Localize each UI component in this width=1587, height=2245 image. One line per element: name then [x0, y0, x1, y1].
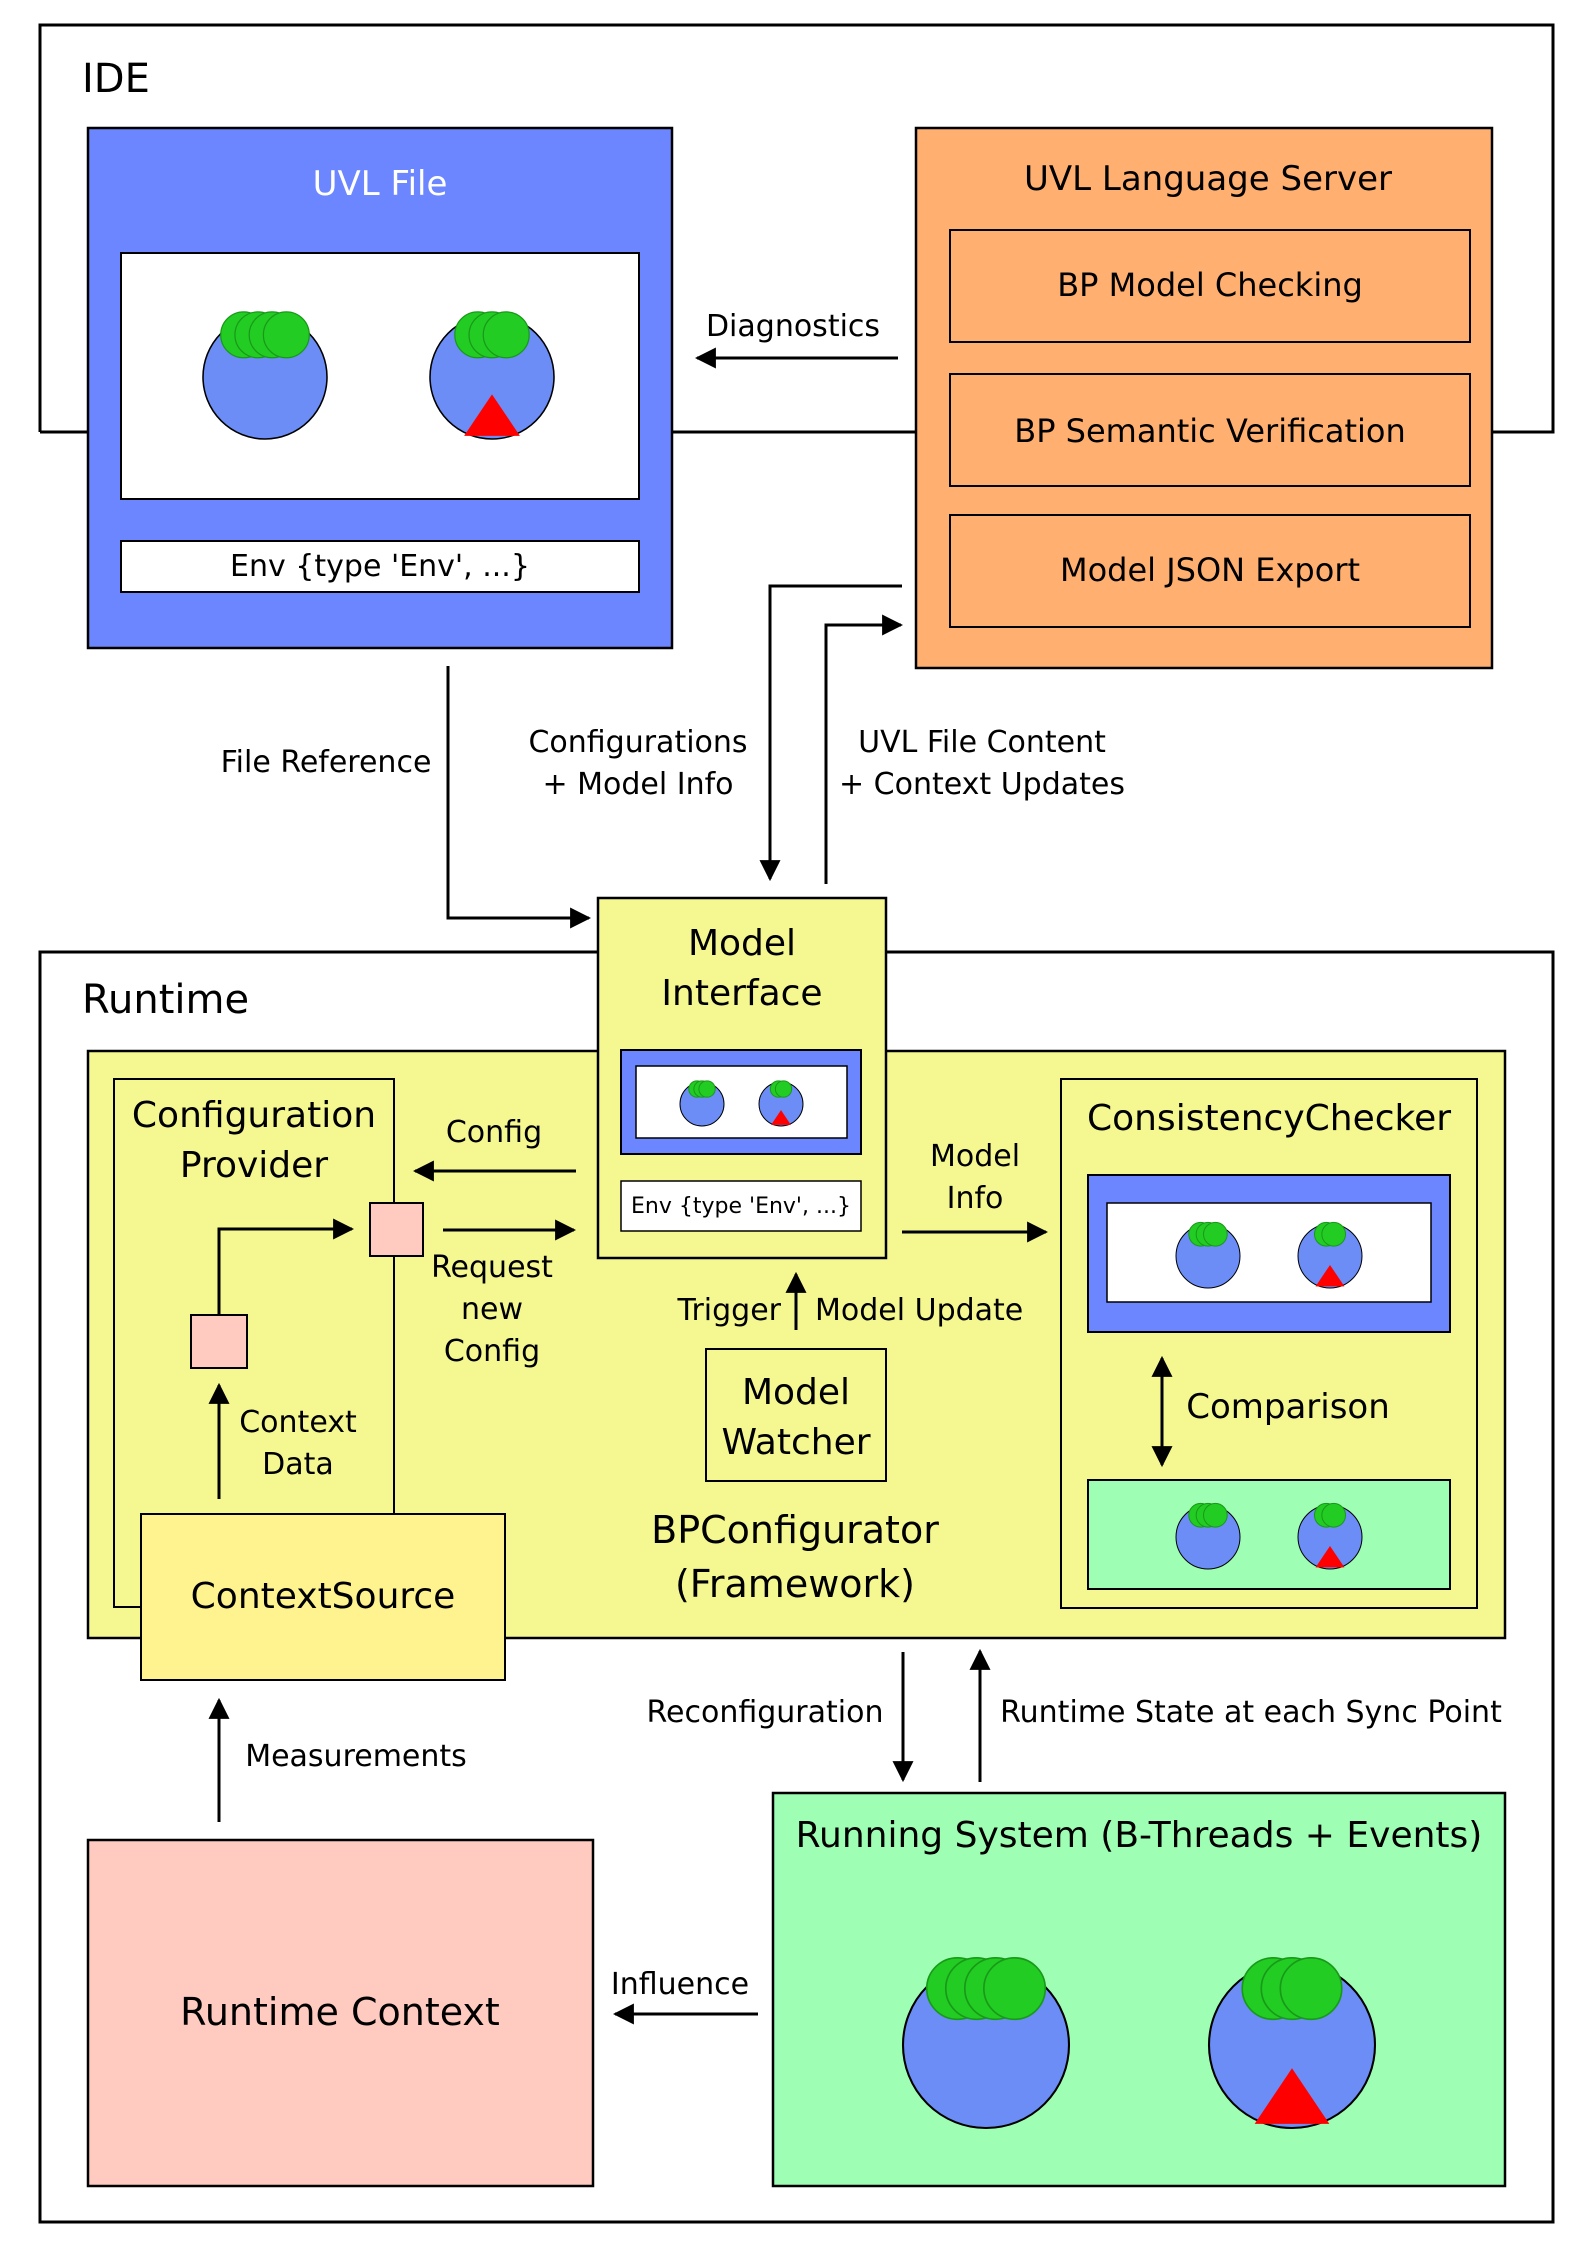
observed-state-frame [1087, 1479, 1451, 1590]
context-data-square [190, 1314, 248, 1369]
event-icon [1321, 1502, 1347, 1528]
file-reference-label: File Reference [221, 745, 432, 780]
b-thread-with-event-icon [1207, 1957, 1377, 2130]
comparison-label: Comparison [1186, 1387, 1390, 1427]
uvl-model-canvas [120, 252, 640, 500]
b-thread-icon [202, 311, 328, 440]
request-config-label-3: Config [444, 1334, 540, 1369]
diagnostics-label: Diagnostics [706, 309, 880, 344]
uvl-env-text: Env {type 'Env', ...} [230, 549, 530, 584]
model-watcher-box [705, 1348, 887, 1482]
context-source-label: ContextSource [191, 1576, 456, 1617]
context-source-box [140, 1513, 506, 1681]
model-interface-env-field [620, 1180, 862, 1232]
configuration-provider-label-1: Configuration [132, 1095, 376, 1136]
ide-frame: IDE [38, 23, 1555, 434]
configurations-label-1: Configurations [528, 725, 747, 760]
active-event-triangle-icon [1315, 1264, 1345, 1287]
running-system-label: Running System (B-Threads + Events) [796, 1815, 1483, 1856]
running-system-box [771, 1791, 1507, 2188]
uvl-content-label-2: + Context Updates [839, 767, 1125, 802]
configuration-provider-label-2: Provider [180, 1145, 328, 1186]
uvl-env-field [120, 540, 640, 593]
model-watcher-label-2: Watcher [721, 1422, 870, 1463]
model-interface-model-canvas [635, 1065, 848, 1139]
event-icon [698, 1080, 716, 1098]
config-label: Config [446, 1115, 542, 1150]
active-event-triangle-icon [1254, 2068, 1330, 2124]
event-icon [1279, 1957, 1343, 2021]
bpconfigurator-label-2: (Framework) [675, 1562, 915, 1606]
uvl-content-label-1: UVL File Content [858, 725, 1106, 760]
event-icon [1203, 1502, 1228, 1528]
model-info-label-2: Info [947, 1181, 1004, 1216]
event-icon [1203, 1221, 1228, 1247]
uvl-file-box: UVL File Env {type 'Env', ...} [86, 126, 674, 650]
config-selector-square [369, 1202, 424, 1257]
event-icon [482, 311, 530, 359]
runtime-context-label: Runtime Context [180, 1990, 500, 2034]
reconfiguration-label: Reconfiguration [647, 1695, 884, 1730]
event-icon [983, 1957, 1047, 2021]
context-to-selector-arrow [217, 1218, 355, 1314]
language-server-title: UVL Language Server [1024, 159, 1392, 199]
bp-model-checking-box [949, 229, 1471, 343]
bp-semantic-verification-label: BP Semantic Verification [1014, 412, 1405, 450]
model-update-label: Model Update [815, 1293, 1023, 1328]
uvl-content-arrow [824, 614, 904, 884]
configurations-arrow [759, 584, 902, 882]
b-thread-with-event-icon [1297, 1502, 1363, 1570]
b-thread-with-event-icon [429, 311, 555, 440]
active-event-triangle-icon [1315, 1545, 1345, 1568]
expected-model-canvas [1106, 1202, 1432, 1303]
request-config-label-2: new [461, 1292, 523, 1327]
configurations-label-2: + Model Info [542, 767, 733, 802]
event-icon [774, 1080, 793, 1098]
runtime-state-label: Runtime State at each Sync Point [1000, 1695, 1502, 1730]
bp-semantic-verification-box [949, 373, 1471, 487]
runtime-title: Runtime [82, 977, 249, 1023]
file-reference-arrow [446, 666, 592, 929]
bpconfigurator-label-1: BPConfigurator [651, 1508, 939, 1552]
context-data-label-1: Context [239, 1405, 357, 1440]
runtime-frame: Runtime [38, 950, 1555, 2224]
b-thread-icon [679, 1080, 725, 1127]
b-thread-with-event-icon [1297, 1221, 1363, 1289]
bp-model-checking-label: BP Model Checking [1057, 266, 1363, 304]
consistency-checker-label: ConsistencyChecker [1087, 1098, 1451, 1139]
model-interface-label-1: Model [688, 923, 796, 964]
event-icon [1321, 1221, 1347, 1247]
b-thread-with-event-icon [758, 1080, 804, 1127]
influence-label: Influence [611, 1967, 749, 2002]
request-config-label-1: Request [431, 1250, 553, 1285]
measurements-label: Measurements [245, 1739, 467, 1774]
model-info-label-1: Model [930, 1139, 1020, 1174]
event-icon [262, 311, 310, 359]
active-event-triangle-icon [464, 394, 520, 436]
language-server-box: UVL Language Server BP Model Checking BP… [914, 126, 1494, 670]
b-thread-icon [1175, 1502, 1241, 1570]
model-json-export-box [949, 514, 1471, 628]
active-event-triangle-icon [771, 1110, 791, 1125]
ide-title: IDE [82, 56, 150, 102]
model-interface-env-text: Env {type 'Env', ...} [631, 1194, 851, 1219]
model-json-export-label: Model JSON Export [1060, 551, 1360, 589]
uvl-file-title: UVL File [313, 164, 448, 204]
context-data-label-2: Data [262, 1447, 334, 1482]
model-interface-label-2: Interface [661, 973, 822, 1014]
b-thread-icon [901, 1957, 1071, 2130]
runtime-context-box [86, 1838, 595, 2188]
b-thread-icon [1175, 1221, 1241, 1289]
model-watcher-label-1: Model [742, 1372, 850, 1413]
trigger-label: Trigger [677, 1293, 782, 1328]
